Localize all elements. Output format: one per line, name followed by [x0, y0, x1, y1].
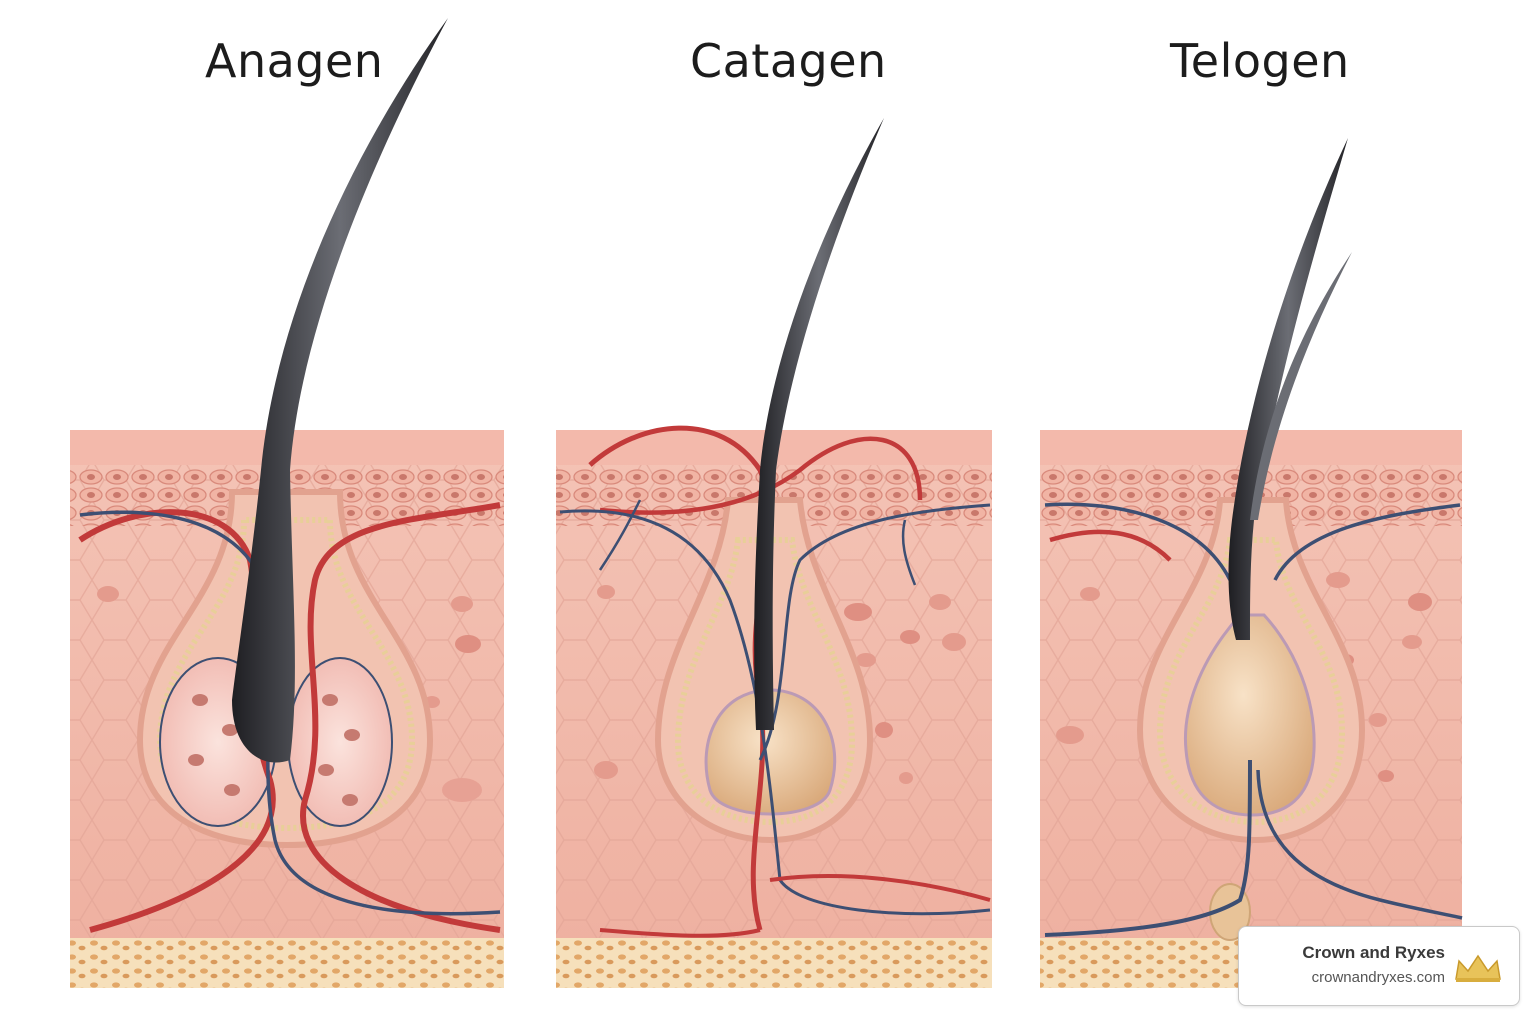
telogen-hair-shaft — [1228, 138, 1348, 640]
brand-name: Crown and Ryxes — [1302, 943, 1445, 962]
brand-badge: Crown and Ryxes crownandryxes.com — [1238, 926, 1520, 1006]
telogen-club-bulb — [1183, 613, 1316, 817]
telogen-title: Telogen — [1170, 34, 1350, 88]
catagen-title: Catagen — [690, 34, 887, 88]
crown-icon — [1455, 954, 1501, 982]
fat-layer — [556, 938, 992, 988]
anagen-title: Anagen — [205, 34, 384, 88]
anagen-hair-shaft — [232, 18, 448, 763]
anagen-panel — [70, 18, 504, 988]
catagen-hair-shaft — [754, 118, 884, 730]
catagen-panel — [556, 118, 992, 988]
club-hair-bulb — [704, 688, 837, 816]
brand-url: crownandryxes.com — [1311, 969, 1445, 986]
fat-layer — [70, 938, 504, 988]
telogen-panel — [1040, 138, 1463, 988]
new-hair-shaft — [1250, 252, 1352, 520]
